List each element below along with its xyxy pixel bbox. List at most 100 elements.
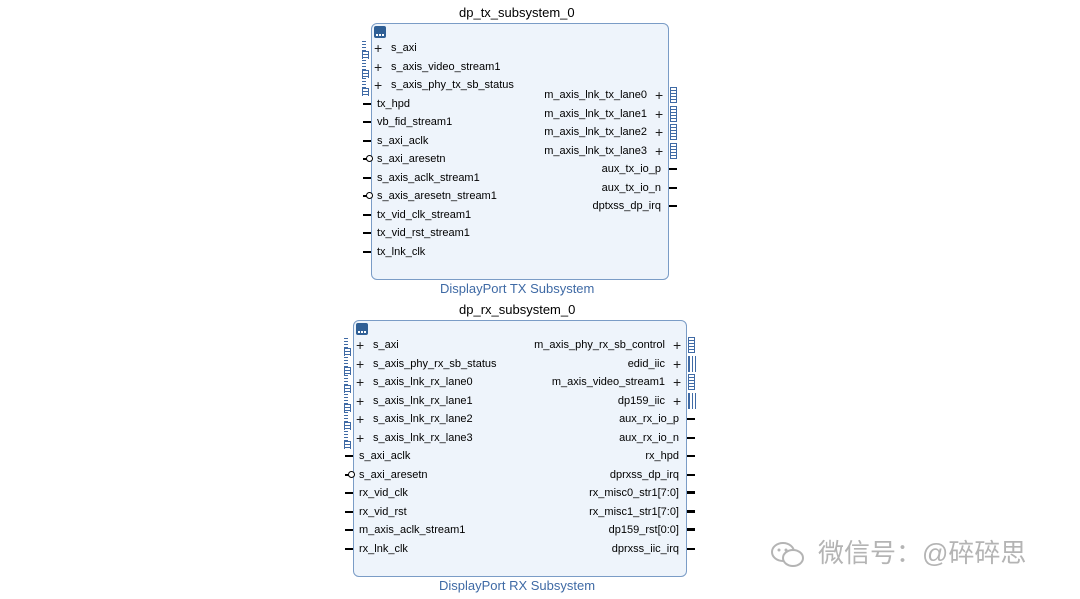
tx-left-s-axi-expand-icon[interactable]: + <box>374 40 383 56</box>
rx-left-s-axi-aclk-pin[interactable] <box>345 455 353 457</box>
tx-right-m-axis-lnk-tx-lane3-bus-interface-icon <box>670 142 677 159</box>
rx-right-m-axis-phy-rx-sb-control-expand-icon[interactable]: + <box>673 337 682 353</box>
tx-block[interactable] <box>371 23 669 280</box>
tx-left-s-axis-aresetn-stream1-negation-icon <box>366 192 373 199</box>
rx-left-s-axis-lnk-rx-lane3-label: s_axis_lnk_rx_lane3 <box>373 431 473 444</box>
tx-left-tx-vid-rst-stream1-pin[interactable] <box>363 232 371 234</box>
rx-left-m-axis-aclk-stream1-pin[interactable] <box>345 529 353 531</box>
rx-right-aux-rx-io-p-pin[interactable] <box>687 418 695 420</box>
rx-right-edid-iic-iic-interface-icon <box>688 355 696 372</box>
rx-left-s-axi-pin-dots-icon <box>344 338 348 350</box>
rx-left-s-axis-lnk-rx-lane0-pin-dots-icon <box>344 375 348 387</box>
rx-left-s-axi-bus-interface-icon <box>344 348 351 356</box>
rx-left-s-axi-aclk-label: s_axi_aclk <box>359 450 411 462</box>
rx-right-rx-misc1-str1-7-0-label: rx_misc1_str1[7:0] <box>589 505 679 518</box>
tx-right-m-axis-lnk-tx-lane2-label: m_axis_lnk_tx_lane2 <box>544 126 647 138</box>
tx-left-s-axi-bus-interface-icon <box>362 51 369 59</box>
rx-left-s-axis-lnk-rx-lane0-label: s_axis_lnk_rx_lane0 <box>373 376 473 388</box>
rx-right-dprxss-iic-irq-pin[interactable] <box>687 547 695 550</box>
tx-left-tx-vid-clk-stream1-label: tx_vid_clk_stream1 <box>377 208 472 221</box>
tx-right-m-axis-lnk-tx-lane0-expand-icon[interactable]: + <box>655 87 664 103</box>
tx-right-m-axis-lnk-tx-lane0-label: m_axis_lnk_tx_lane0 <box>544 89 647 101</box>
tx-right-dptxss-dp-irq-pin[interactable] <box>669 205 677 207</box>
tx-left-tx-lnk-clk-label: tx_lnk_clk <box>377 245 426 258</box>
rx-left-s-axis-lnk-rx-lane0-expand-icon[interactable]: + <box>356 374 365 390</box>
tx-collapse-icon[interactable] <box>374 26 386 38</box>
rx-right-m-axis-phy-rx-sb-control-bus-interface-icon <box>688 337 695 353</box>
tx-left-s-axis-aresetn-stream1-pin[interactable] <box>363 195 367 197</box>
rx-right-m-axis-video-stream1-expand-icon[interactable]: + <box>673 374 682 390</box>
rx-left-s-axi-expand-icon[interactable]: + <box>356 337 365 353</box>
tx-right-m-axis-lnk-tx-lane3-label: m_axis_lnk_tx_lane3 <box>544 144 647 157</box>
rx-left-s-axis-lnk-rx-lane1-pin-dots-icon <box>344 393 348 406</box>
rx-left-rx-vid-rst-pin[interactable] <box>345 510 353 513</box>
rx-left-s-axis-lnk-rx-lane2-label: s_axis_lnk_rx_lane2 <box>373 413 473 425</box>
rx-left-rx-lnk-clk-label: rx_lnk_clk <box>359 542 408 555</box>
rx-left-s-axis-lnk-rx-lane3-expand-icon[interactable]: + <box>356 429 365 446</box>
rx-right-edid-iic-expand-icon[interactable]: + <box>673 355 682 372</box>
rx-block[interactable] <box>353 320 687 577</box>
rx-left-m-axis-aclk-stream1-label: m_axis_aclk_stream1 <box>359 524 466 536</box>
rx-left-s-axis-lnk-rx-lane2-bus-interface-icon <box>344 422 351 430</box>
rx-left-s-axis-phy-rx-sb-status-expand-icon[interactable]: + <box>356 355 365 372</box>
rx-left-s-axis-phy-rx-sb-status-bus-interface-icon <box>344 366 351 375</box>
rx-right-dp159-iic-iic-interface-icon <box>688 392 696 409</box>
rx-right-aux-rx-io-n-label: aux_rx_io_n <box>619 431 679 444</box>
tx-left-s-axi-aresetn-pin[interactable] <box>363 158 367 160</box>
rx-left-rx-vid-clk-label: rx_vid_clk <box>359 487 408 499</box>
rx-left-s-axis-lnk-rx-lane1-expand-icon[interactable]: + <box>356 392 365 409</box>
tx-left-tx-hpd-pin[interactable] <box>363 102 371 105</box>
tx-left-s-axis-video-stream1-expand-icon[interactable]: + <box>374 58 383 75</box>
tx-left-s-axis-phy-tx-sb-status-bus-interface-icon <box>362 88 369 96</box>
tx-left-s-axi-aclk-pin[interactable] <box>363 139 371 142</box>
rx-right-rx-misc0-str1-7-0-label: rx_misc0_str1[7:0] <box>589 487 679 499</box>
rx-right-m-axis-video-stream1-label: m_axis_video_stream1 <box>551 376 665 388</box>
tx-left-s-axis-aclk-stream1-pin[interactable] <box>363 176 371 179</box>
tx-right-aux-tx-io-p-pin[interactable] <box>669 168 677 170</box>
rx-right-dp159-rst-0-0-pin[interactable] <box>687 528 695 531</box>
tx-right-m-axis-lnk-tx-lane2-expand-icon[interactable]: + <box>655 124 664 140</box>
tx-left-tx-lnk-clk-pin[interactable] <box>363 250 371 253</box>
tx-left-tx-vid-clk-stream1-pin[interactable] <box>363 213 371 216</box>
rx-left-rx-vid-clk-pin[interactable] <box>345 492 353 494</box>
rx-right-m-axis-video-stream1-bus-interface-icon <box>688 374 695 390</box>
rx-left-rx-lnk-clk-pin[interactable] <box>345 547 353 550</box>
rx-left-s-axis-phy-rx-sb-status-pin-dots-icon <box>344 356 348 369</box>
rx-left-s-axis-lnk-rx-lane1-bus-interface-icon <box>344 403 351 412</box>
rx-right-dp159-iic-label: dp159_iic <box>617 394 665 407</box>
tx-right-m-axis-lnk-tx-lane1-bus-interface-icon <box>670 105 677 122</box>
rx-right-rx-misc0-str1-7-0-pin[interactable] <box>687 491 695 494</box>
rx-right-dp159-iic-expand-icon[interactable]: + <box>673 392 682 409</box>
tx-right-m-axis-lnk-tx-lane1-expand-icon[interactable]: + <box>655 105 664 122</box>
tx-left-s-axis-phy-tx-sb-status-expand-icon[interactable]: + <box>374 77 383 93</box>
tx-left-s-axis-aclk-stream1-label: s_axis_aclk_stream1 <box>377 171 480 184</box>
tx-left-tx-hpd-label: tx_hpd <box>377 97 411 110</box>
tx-right-aux-tx-io-n-label: aux_tx_io_n <box>601 181 661 194</box>
tx-left-s-axi-aresetn-negation-icon <box>366 155 373 162</box>
rx-left-s-axis-lnk-rx-lane3-pin-dots-icon <box>344 430 348 443</box>
wechat-icon <box>771 542 804 567</box>
tx-right-m-axis-lnk-tx-lane3-expand-icon[interactable]: + <box>655 142 664 159</box>
tx-right-aux-tx-io-p-label: aux_tx_io_p <box>601 163 661 175</box>
rx-left-s-axi-label: s_axi <box>373 339 399 351</box>
rx-left-s-axis-lnk-rx-lane2-expand-icon[interactable]: + <box>356 411 365 427</box>
rx-right-rx-misc1-str1-7-0-pin[interactable] <box>687 509 695 513</box>
tx-left-s-axi-aclk-label: s_axi_aclk <box>377 134 429 147</box>
tx-right-aux-tx-io-n-pin[interactable] <box>669 186 677 189</box>
rx-right-aux-rx-io-p-label: aux_rx_io_p <box>619 413 679 425</box>
tx-left-vb-fid-stream1-pin[interactable] <box>363 121 371 123</box>
rx-left-s-axis-lnk-rx-lane1-label: s_axis_lnk_rx_lane1 <box>373 394 473 407</box>
rx-right-rx-hpd-pin[interactable] <box>687 455 695 457</box>
rx-right-dprxss-dp-irq-pin[interactable] <box>687 473 695 476</box>
tx-left-s-axis-aresetn-stream1-label: s_axis_aresetn_stream1 <box>377 190 497 202</box>
tx-left-s-axis-phy-tx-sb-status-label: s_axis_phy_tx_sb_status <box>391 79 514 91</box>
rx-left-s-axi-aresetn-pin[interactable] <box>345 473 349 476</box>
tx-left-s-axis-video-stream1-bus-interface-icon <box>362 69 369 78</box>
tx-right-m-axis-lnk-tx-lane0-bus-interface-icon <box>670 87 677 103</box>
tx-left-s-axis-video-stream1-label: s_axis_video_stream1 <box>391 60 501 73</box>
rx-left-s-axis-phy-rx-sb-status-label: s_axis_phy_rx_sb_status <box>373 357 497 370</box>
rx-left-s-axi-aresetn-label: s_axi_aresetn <box>359 468 428 481</box>
rx-collapse-icon[interactable] <box>356 323 368 335</box>
rx-right-aux-rx-io-n-pin[interactable] <box>687 436 695 439</box>
rx-right-dp159-rst-0-0-label: dp159_rst[0:0] <box>608 524 679 536</box>
